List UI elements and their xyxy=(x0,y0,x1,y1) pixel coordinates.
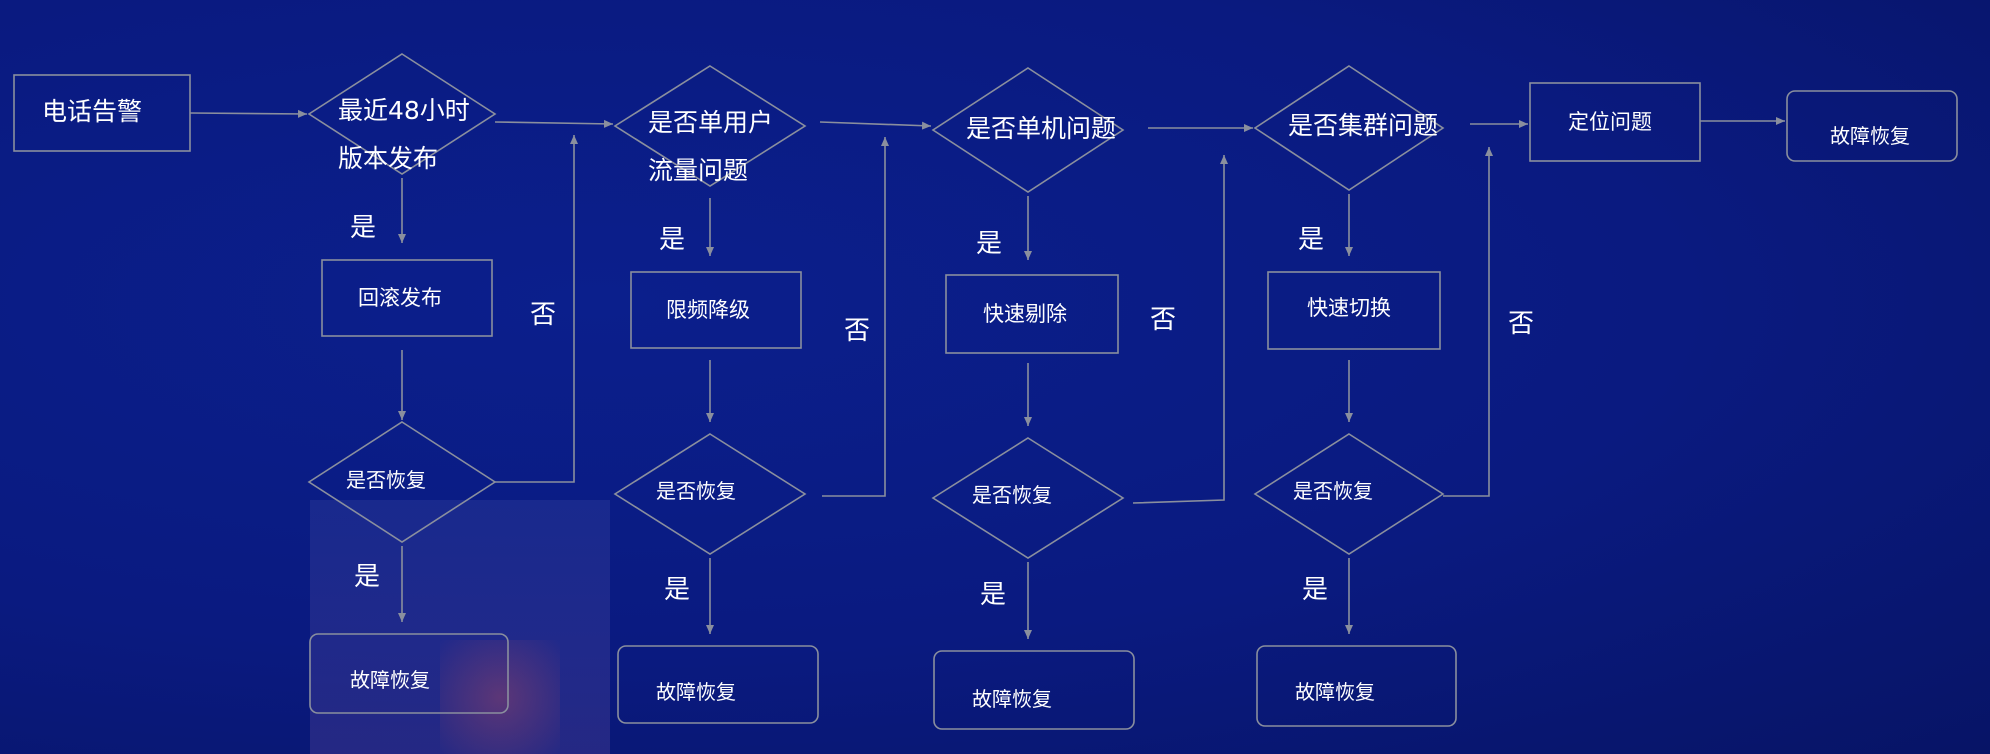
no-label-check4: 否 xyxy=(1508,309,1535,339)
result-box-4 xyxy=(1256,645,1457,727)
yes-label-cluster: 是 xyxy=(1298,225,1325,255)
single-user-line1: 是否单用户 xyxy=(648,108,774,137)
check2-label: 是否恢复 xyxy=(656,479,736,503)
cluster-label: 是否集群问题 xyxy=(1288,111,1439,140)
switch-box xyxy=(1267,271,1441,350)
yes-label-check1: 是 xyxy=(354,562,381,592)
arrow-check1-no xyxy=(495,135,578,483)
arrow-check2-no xyxy=(822,137,889,497)
result4-label: 故障恢复 xyxy=(1295,680,1375,704)
yes-label-check3: 是 xyxy=(980,580,1007,610)
decision-cluster xyxy=(1253,65,1445,191)
remove-label: 快速剔除 xyxy=(983,302,1067,326)
yes-label-check2: 是 xyxy=(664,575,691,605)
single-user-line2: 流量问题 xyxy=(648,156,749,185)
result2-label: 故障恢复 xyxy=(656,680,736,704)
yes-label-check4: 是 xyxy=(1302,575,1329,605)
no-label-check2: 否 xyxy=(844,316,871,346)
start-node-label: 电话告警 xyxy=(42,97,143,126)
remove-node-box xyxy=(945,274,1119,354)
yes-label-release: 是 xyxy=(350,213,377,243)
result1-label: 故障恢复 xyxy=(350,668,430,692)
locate-problem-label: 定位问题 xyxy=(1568,110,1652,134)
ratelimit-label: 限频降级 xyxy=(666,298,750,322)
result-box-2 xyxy=(617,645,819,724)
arrow-release-to-single-user xyxy=(494,119,614,128)
rollback-box xyxy=(321,259,493,337)
rate-limit-box xyxy=(630,271,802,349)
final-recovery-label: 故障恢复 xyxy=(1830,124,1910,148)
decision-recovered-1 xyxy=(307,421,497,543)
locate-problem-box xyxy=(1529,82,1701,162)
background-glow-decoration xyxy=(440,640,560,754)
recent-release-line2: 版本发布 xyxy=(338,144,439,173)
decision-recovered-2 xyxy=(613,433,807,555)
arrow-start-to-release xyxy=(189,109,308,118)
result-box-3 xyxy=(933,650,1135,730)
check4-label: 是否恢复 xyxy=(1293,479,1373,503)
no-label-check1: 否 xyxy=(530,300,557,330)
single-machine-label: 是否单机问题 xyxy=(966,114,1117,143)
arrow-check4-no xyxy=(1443,147,1493,497)
yes-label-single-machine: 是 xyxy=(976,229,1003,259)
decision-single-user xyxy=(613,65,807,187)
recent-release-line1: 最近48小时 xyxy=(338,96,470,125)
arrow-check3-no xyxy=(1132,155,1228,504)
result3-label: 故障恢复 xyxy=(972,687,1052,711)
check3-label: 是否恢复 xyxy=(972,483,1052,507)
decision-recent-release xyxy=(307,53,497,175)
result-box-1 xyxy=(309,633,509,714)
check1-label: 是否恢复 xyxy=(346,468,426,492)
switch-label: 快速切换 xyxy=(1307,296,1391,320)
yes-label-single-user: 是 xyxy=(659,225,686,255)
rollback-label: 回滚发布 xyxy=(358,286,442,310)
decision-single-machine xyxy=(931,67,1125,193)
no-label-check3: 否 xyxy=(1150,305,1177,335)
decision-recovered-3 xyxy=(931,437,1125,559)
decision-recovered-4 xyxy=(1253,433,1445,555)
final-recovery-box xyxy=(1786,90,1958,162)
background-tower-decoration xyxy=(310,500,610,754)
arrow-single-user-to-machine xyxy=(819,121,932,130)
